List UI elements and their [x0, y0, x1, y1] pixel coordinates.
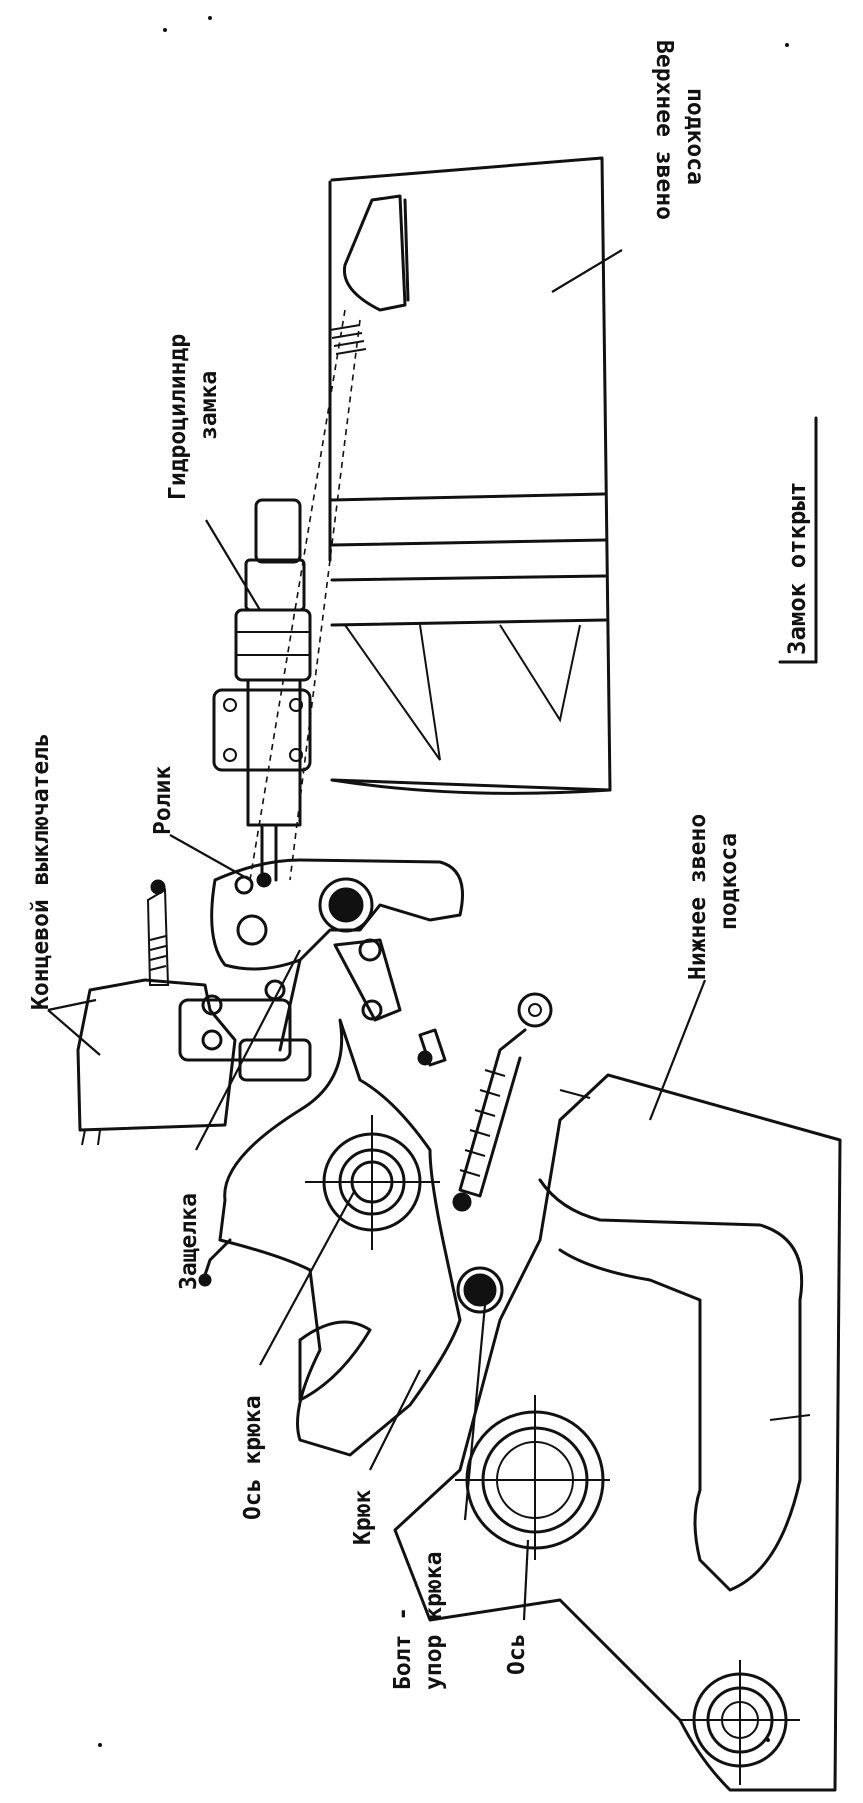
label-upper-strut-link: Верхнее звено подкоса — [651, 40, 708, 220]
upper-link-label-line2: подкоса — [682, 88, 708, 185]
limit-switch-label: Концевой выключатель — [28, 733, 54, 1010]
hook-stop-bolt-label-line1: Болт - — [390, 1607, 416, 1690]
label-lock-cylinder: Гидроцилиндр замка — [165, 334, 222, 500]
limit-switch — [76, 879, 312, 1146]
scan-specks — [98, 16, 789, 1747]
upper-spring — [249, 309, 367, 881]
latch-mechanism — [210, 858, 464, 1052]
roller-label: Ролик — [150, 766, 176, 835]
hook-label: Крюк — [350, 1489, 376, 1545]
upper-strut-link — [328, 156, 612, 795]
upper-link-label-line1: Верхнее звено — [651, 40, 677, 220]
lock-hydraulic-cylinder — [212, 498, 312, 882]
lower-link-label-line1: Нижнее звено — [685, 814, 711, 980]
label-lower-strut-link: Нижнее звено подкоса — [685, 814, 742, 980]
hook-assembly — [198, 1018, 504, 1457]
leader-lines — [47, 249, 707, 1621]
lock-cylinder-label-line1: Гидроцилиндр — [165, 334, 191, 500]
latch-label: Защелка — [176, 1193, 202, 1290]
hook-axle-label: Ось крюка — [240, 1395, 266, 1520]
spring-strut — [417, 992, 553, 1212]
status-label: Замок открыт — [783, 482, 811, 655]
lower-strut-link — [393, 1073, 842, 1792]
status-caption: Замок открыт — [778, 416, 818, 664]
lock-cylinder-label-line2: замка — [196, 371, 222, 440]
hook-stop-bolt-label-line2: упор крюка — [421, 1552, 447, 1690]
label-hook-stop-bolt: Болт - упор крюка — [390, 1552, 447, 1690]
lower-link-label-line2: подкоса — [716, 833, 742, 930]
axle-label: Ось — [504, 1633, 530, 1675]
